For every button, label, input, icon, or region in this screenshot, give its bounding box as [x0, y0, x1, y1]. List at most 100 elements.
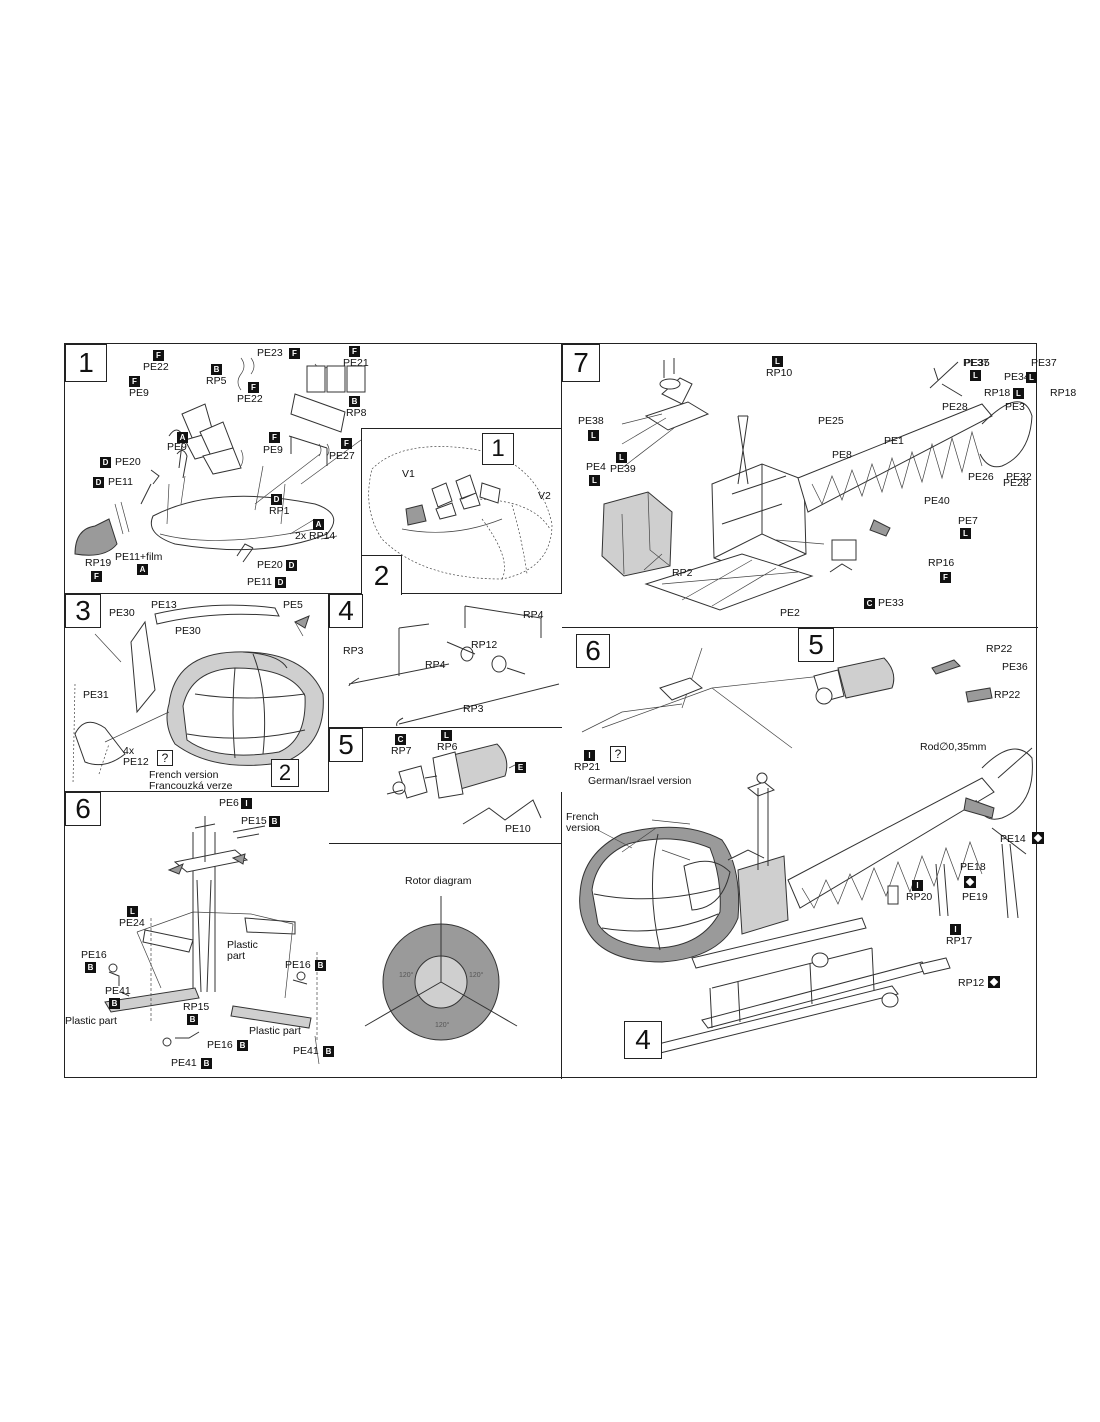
main-step-number-4: 4 [624, 1021, 662, 1059]
label-pe38: PE38 [578, 415, 604, 427]
label-pe30: PE30 [175, 625, 201, 637]
label-pe4: PE4 [586, 461, 606, 473]
label-rp18: RP18 [984, 387, 1011, 399]
tag-d: D [271, 494, 282, 505]
tag-f: F [341, 438, 352, 449]
label-pe12: 4x PE12 [123, 745, 149, 768]
tag-b: B [315, 960, 326, 971]
label-pe11: PE11 [247, 576, 272, 588]
label-pe41: PE41 [171, 1057, 197, 1069]
step-number-1: 1 [65, 344, 107, 382]
angle-label: 120° [469, 972, 484, 979]
tag-l: L [616, 452, 627, 463]
step-number-3-inset: 2 [271, 759, 299, 787]
tag-b: B [349, 396, 360, 407]
label-pe16: PE16 [207, 1039, 233, 1051]
label-rp21: RP21 [574, 761, 601, 773]
tag-b: B [85, 962, 96, 973]
diamond-tag-icon [1032, 832, 1044, 844]
tag-l: L [588, 430, 599, 441]
label-pe9: PE9 [167, 441, 187, 453]
main-step-number-6: 6 [576, 634, 610, 668]
tag-d: D [286, 560, 297, 571]
label-rp7: RP7 [391, 745, 412, 757]
label-v1: V1 [402, 468, 415, 480]
label-rp3: RP3 [343, 645, 364, 657]
label-pe30: PE30 [109, 607, 135, 619]
label-french-version: French version [566, 811, 600, 834]
tag-b: B [237, 1040, 248, 1051]
step-number-4: 4 [329, 594, 363, 628]
step-number-3: 3 [65, 594, 101, 628]
tag-f: F [289, 348, 300, 359]
label-rp19: RP19 [85, 557, 112, 569]
rotor-diagram-title: Rotor diagram [405, 875, 472, 887]
label-rp12: RP12 [958, 977, 985, 989]
tag-l: L [970, 370, 981, 381]
tag-l: L [127, 906, 138, 917]
label-rp2: RP2 [672, 567, 693, 579]
label-pe7: PE7 [958, 515, 978, 527]
engine-drawing [386, 743, 542, 825]
label-pe33: PE33 [878, 597, 904, 609]
label-rp12: RP12 [471, 639, 498, 651]
tag-f: F [269, 432, 280, 443]
tag-l: L [960, 528, 971, 539]
tag-a: A [137, 564, 148, 575]
label-pe41: PE41 [293, 1045, 319, 1057]
tag-d: D [93, 477, 104, 488]
skid-gear-drawing [348, 605, 560, 727]
tag-f: F [940, 572, 951, 583]
rotor-head-drawing [104, 816, 518, 1065]
step-6-panel: 6 PE6 I PE15 B L PE24 Plastic part PE16 … [65, 792, 562, 1079]
instruction-sheet: 1 F PE22 B RP5 F PE9 PE23 F F PE21 F PE2… [64, 343, 1076, 1079]
step-7-panel: 7 L RP10 PE38 L L PE4 PE39 L PE25 PE8 PE… [562, 344, 1076, 628]
label-pe11: PE11 [108, 476, 133, 488]
label-pe9: PE9 [129, 387, 149, 399]
label-rp1: RP1 [269, 505, 290, 517]
label-pe3: PE3 [1005, 401, 1025, 413]
label-pe39: PE39 [610, 463, 636, 475]
label-rp18: RP18 [1050, 387, 1077, 399]
label-pe41: PE41 [105, 985, 131, 997]
label-pe26: PE26 [968, 471, 994, 483]
tag-b: B [187, 1014, 198, 1025]
label-rp4: RP4 [425, 659, 446, 671]
step-1-panel: 1 F PE22 B RP5 F PE9 PE23 F F PE21 F PE2… [65, 344, 562, 595]
fuselage-frame-drawing [601, 358, 1033, 611]
label-rp14: 2x RP14 [295, 530, 336, 542]
label-plastic-part: Plastic part [249, 1025, 301, 1037]
diamond-tag-icon [988, 976, 1000, 988]
label-pe25: PE25 [818, 415, 844, 427]
tag-f: F [91, 571, 102, 582]
question-box: ? [610, 746, 626, 762]
tag-i: I [912, 880, 923, 891]
main-assembly-panel: 6 5 4 RP22 PE36 RP22 I RP21 ? German/Isr… [562, 628, 1044, 1079]
label-pe20: PE20 [257, 559, 283, 571]
tag-a: A [177, 432, 188, 443]
label-rp16: RP16 [928, 557, 955, 569]
label-rod: Rod∅0,35mm [920, 741, 987, 753]
label-rp20: RP20 [906, 891, 933, 903]
step-number-1-inset: 1 [482, 433, 514, 465]
label-pe16: PE16 [81, 949, 107, 961]
label-pe16: PE16 [285, 959, 311, 971]
label-rp15: RP15 [183, 1001, 210, 1013]
label-rp4: RP4 [523, 609, 544, 621]
label-pe8: PE8 [832, 449, 852, 461]
step-5-panel: 5 C RP7 L RP6 E PE10 [329, 728, 562, 844]
label-pe28: PE28 [942, 401, 968, 413]
label-rp10: RP10 [766, 367, 793, 379]
tag-b: B [109, 998, 120, 1009]
tag-l: L [441, 730, 452, 741]
tag-l: L [1013, 388, 1024, 399]
label-pe15: PE15 [241, 815, 267, 827]
label-rp3: RP3 [463, 703, 484, 715]
label-plastic-part: Plastic part [227, 939, 258, 962]
tag-b: B [323, 1046, 334, 1057]
canopy-drawing [72, 604, 324, 785]
step-number-5: 5 [329, 728, 363, 762]
tag-f: F [129, 376, 140, 387]
label-pe37: PE37 [963, 357, 989, 369]
label-pe11-film: PE11+film [115, 551, 163, 563]
